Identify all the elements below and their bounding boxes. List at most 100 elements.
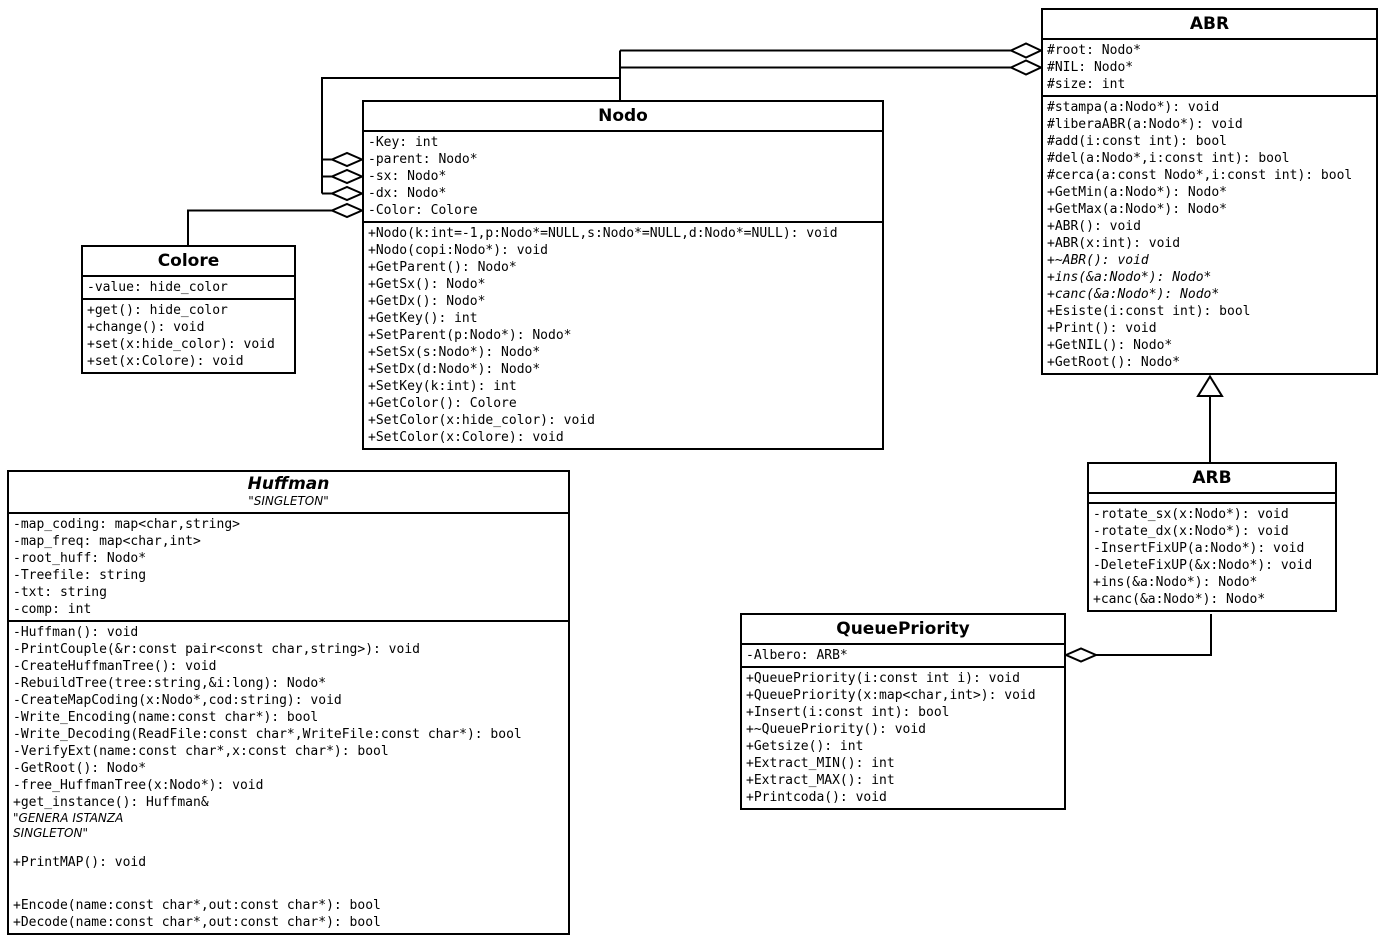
class-box-arb[interactable]: ARB -rotate_sx(x:Nodo*): void-rotate_dx(…	[1087, 462, 1337, 612]
class-attributes-nodo: -Key: int-parent: Nodo*-sx: Nodo*-dx: No…	[364, 132, 882, 223]
aggregation-diamond-icon	[1008, 42, 1044, 59]
member-row: -Treefile: string	[13, 568, 147, 583]
member-row: -map_freq: map<char,int>	[13, 534, 201, 549]
class-box-huffman[interactable]: Huffman "SINGLETON" -map_coding: map<cha…	[7, 470, 570, 935]
member-row: +set(x:hide_color): void	[87, 337, 275, 352]
member-row: -GetRoot(): Nodo*	[13, 761, 147, 776]
member-row: #size: int	[1047, 77, 1126, 92]
class-methods-queuepriority: +QueuePriority(i:const int i): void+Queu…	[742, 668, 1064, 808]
member-row: +Decode(name:const char*,out:const char*…	[13, 915, 381, 930]
member-row: +GetRoot(): Nodo*	[1047, 355, 1181, 370]
member-row: -txt: string	[13, 585, 107, 600]
member-row: -comp: int	[13, 602, 92, 617]
member-row: -dx: Nodo*	[368, 186, 447, 201]
class-box-nodo[interactable]: Nodo -Key: int-parent: Nodo*-sx: Nodo*-d…	[362, 100, 884, 450]
class-name-huffman: Huffman	[247, 474, 330, 494]
member-row: +GetMin(a:Nodo*): Nodo*	[1047, 185, 1228, 200]
abr-nodo-nil-aggregation[interactable]	[620, 59, 1044, 76]
member-row: +GetColor(): Colore	[368, 396, 517, 411]
class-title-arb: ARB	[1089, 464, 1335, 494]
class-attributes-colore: -value: hide_color	[83, 277, 294, 300]
member-row: -rotate_dx(x:Nodo*): void	[1093, 524, 1289, 539]
queuepriority-arb-aggregation[interactable]	[1063, 614, 1212, 663]
nodo-self-aggregation-trunk[interactable]	[321, 50, 621, 194]
member-row: +set(x:Colore): void	[87, 354, 244, 369]
member-row: -VerifyExt(name:const char*,x:const char…	[13, 744, 389, 759]
member-row: -Huffman(): void	[13, 625, 139, 640]
member-row: #liberaABR(a:Nodo*): void	[1047, 117, 1243, 132]
class-methods-nodo: +Nodo(k:int=-1,p:Nodo*=NULL,s:Nodo*=NULL…	[364, 223, 882, 448]
member-row: -sx: Nodo*	[368, 169, 447, 184]
class-methods-colore: +get(): hide_color +change(): void +set(x:…	[83, 300, 294, 372]
member-row: -map_coding: map<char,string>	[13, 517, 240, 532]
member-row: +GetNIL(): Nodo*	[1047, 338, 1173, 353]
member-row	[13, 871, 564, 884]
member-row: -parent: Nodo*	[368, 152, 478, 167]
member-row: +QueuePriority(i:const int i): void	[746, 671, 1020, 686]
member-row: -InsertFixUP(a:Nodo*): void	[1093, 541, 1305, 556]
class-methods-abr: #stampa(a:Nodo*): void #liberaABR(a:Nodo*…	[1043, 97, 1376, 373]
class-methods-huffman: -Huffman(): void-PrintCouple(&r:const pa…	[9, 622, 568, 933]
member-row: -root_huff: Nodo*	[13, 551, 147, 566]
member-row: +change(): void	[87, 320, 205, 335]
member-row: +GetDx(): Nodo*	[368, 294, 486, 309]
nodo-sx-aggregation[interactable]	[322, 168, 365, 185]
aggregation-diamond-icon	[329, 202, 365, 219]
class-attributes-abr: #root: Nodo*#NIL: Nodo*#size: int	[1043, 40, 1376, 97]
class-stereotype-huffman: "SINGLETON"	[248, 494, 329, 508]
member-row: +SetParent(p:Nodo*): Nodo*	[368, 328, 572, 343]
member-row: -value: hide_color	[87, 280, 228, 295]
member-row: #cerca(a:const Nodo*,i:const int): bool	[1047, 168, 1353, 183]
member-row: +Printcoda(): void	[746, 790, 887, 805]
member-row: +canc(&a:Nodo*): Nodo*	[1093, 592, 1266, 607]
class-box-queuepriority[interactable]: QueuePriority -Albero: ARB* +QueuePriori…	[740, 613, 1066, 810]
class-title-huffman: Huffman "SINGLETON"	[9, 472, 568, 514]
arb-abr-generalization[interactable]	[1196, 374, 1224, 464]
nodo-dx-aggregation[interactable]	[322, 185, 365, 202]
member-row: +canc(&a:Nodo*): Nodo*	[1047, 287, 1220, 302]
abr-nodo-root-aggregation[interactable]	[620, 42, 1044, 59]
member-row: +SetColor(x:Colore): void	[368, 430, 564, 445]
nodo-colore-aggregation[interactable]	[187, 202, 365, 246]
member-row: "GENERA ISTANZA	[13, 811, 124, 825]
member-row: -Write_Decoding(ReadFile:const char*,Wri…	[13, 727, 522, 742]
member-row: +PrintMAP(): void	[13, 855, 147, 870]
member-row: SINGLETON"	[13, 826, 88, 840]
member-row: -Color: Colore	[368, 203, 478, 218]
member-row: +Esiste(i:const int): bool	[1047, 304, 1251, 319]
member-row: +Extract_MAX(): int	[746, 773, 895, 788]
member-row: #add(i:const int): bool	[1047, 134, 1228, 149]
member-row	[13, 884, 564, 897]
member-row: +Encode(name:const char*,out:const char*…	[13, 898, 381, 913]
member-row: -RebuildTree(tree:string,&i:long): Nodo*	[13, 676, 327, 691]
member-row: +Print(): void	[1047, 321, 1157, 336]
class-title-queuepriority: QueuePriority	[742, 615, 1064, 645]
aggregation-diamond-icon	[1063, 647, 1099, 663]
member-row: -Albero: ARB*	[746, 648, 848, 663]
member-row	[13, 841, 564, 854]
member-row: +get(): hide_color	[87, 303, 228, 318]
class-attributes-arb	[1089, 494, 1335, 504]
member-row: +GetKey(): int	[368, 311, 478, 326]
member-row: #del(a:Nodo*,i:const int): bool	[1047, 151, 1290, 166]
member-row: +GetParent(): Nodo*	[368, 260, 517, 275]
member-row: +ins(&a:Nodo*): Nodo*	[1093, 575, 1258, 590]
member-row: +get_instance(): Huffman&	[13, 795, 209, 810]
class-box-abr[interactable]: ABR #root: Nodo*#NIL: Nodo*#size: int #s…	[1041, 8, 1378, 375]
member-row: +ins(&a:Nodo*): Nodo*	[1047, 270, 1212, 285]
member-row: +GetMax(a:Nodo*): Nodo*	[1047, 202, 1228, 217]
member-row: -free_HuffmanTree(x:Nodo*): void	[13, 778, 264, 793]
aggregation-diamond-icon	[329, 151, 365, 168]
member-row: +SetKey(k:int): int	[368, 379, 517, 394]
member-row: #stampa(a:Nodo*): void	[1047, 100, 1220, 115]
member-row: +Nodo(k:int=-1,p:Nodo*=NULL,s:Nodo*=NULL…	[368, 226, 838, 241]
class-title-nodo: Nodo	[364, 102, 882, 132]
member-row: +ABR(x:int): void	[1047, 236, 1181, 251]
aggregation-diamond-icon	[1008, 59, 1044, 76]
member-row: +Nodo(copi:Nodo*): void	[368, 243, 549, 258]
nodo-parent-aggregation[interactable]	[322, 151, 365, 168]
class-box-colore[interactable]: Colore -value: hide_color +get(): hide_c…	[81, 245, 296, 374]
member-row: +~ABR(): void	[1047, 253, 1149, 268]
generalization-triangle-icon	[1196, 374, 1224, 397]
